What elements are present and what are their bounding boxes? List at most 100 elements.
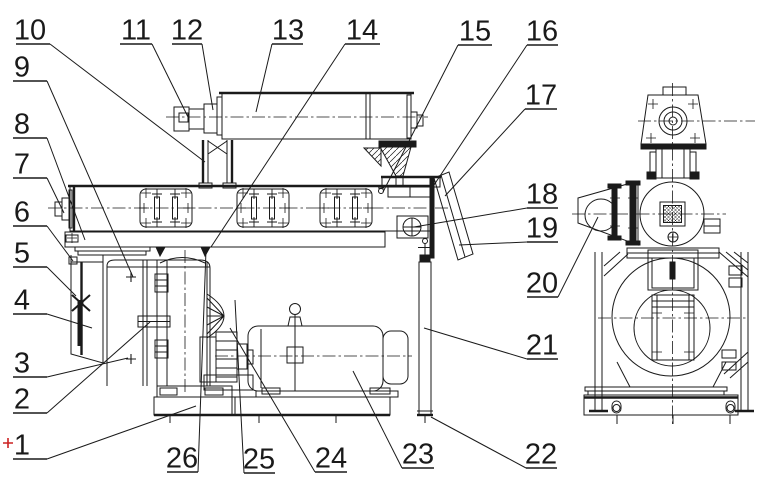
callout-16: 16 — [431, 16, 558, 189]
callout-5: 5 — [13, 238, 77, 297]
conditioner-shaft-end — [54, 186, 76, 232]
clamp-bars — [607, 180, 641, 246]
callout-leader-line — [210, 43, 346, 248]
callout-label: 18 — [526, 179, 558, 211]
callout-label: 17 — [525, 80, 557, 112]
register-mark — [3, 438, 13, 448]
red-plus-mark — [3, 438, 13, 448]
feed-cone — [577, 180, 639, 246]
callout-leader-line — [382, 44, 459, 193]
callout-label: 4 — [14, 285, 30, 317]
callout-leader-line — [46, 266, 77, 297]
screw-feeder — [166, 91, 428, 194]
feeder-legs — [198, 140, 237, 189]
callout-label: 13 — [272, 15, 304, 47]
callout-label: 12 — [171, 15, 203, 47]
callout-22: 22 — [430, 416, 557, 471]
callout-label: 7 — [14, 149, 30, 181]
drive-coupling — [199, 331, 412, 391]
callout-label: 24 — [315, 443, 347, 475]
callout-leader-line — [201, 43, 214, 111]
callout-leader-line — [49, 43, 206, 163]
callout-8: 8 — [13, 109, 86, 241]
callout-leader-line — [46, 225, 74, 262]
feeder-gearmotor — [173, 103, 218, 134]
callout-12: 12 — [171, 15, 214, 111]
callout-label: 2 — [14, 384, 30, 416]
porthole — [396, 215, 429, 239]
callout-leader-line — [234, 299, 245, 474]
end-base — [583, 386, 739, 424]
callout-leader-line — [46, 405, 197, 460]
callout-label: 1 — [14, 430, 30, 462]
callout-leader-line — [423, 327, 528, 360]
callout-leader-line — [46, 80, 134, 278]
callout-1: 1 — [13, 405, 197, 462]
callout-4: 4 — [13, 285, 93, 329]
callout-23: 23 — [352, 370, 434, 471]
callout-10: 10 — [14, 15, 206, 163]
callout-label: 8 — [14, 109, 30, 141]
callout-leader-line — [458, 241, 528, 246]
callout-leader-line — [46, 321, 151, 414]
callout-2: 2 — [13, 321, 151, 416]
callout-19: 19 — [458, 213, 558, 246]
callout-label: 10 — [14, 15, 46, 47]
feeder-end — [640, 86, 707, 180]
support-beam — [64, 231, 386, 258]
callout-6: 6 — [13, 197, 74, 262]
callout-label: 22 — [525, 439, 557, 471]
callout-21: 21 — [423, 327, 558, 362]
callout-leader-line — [46, 313, 93, 329]
callout-20: 20 — [526, 216, 599, 300]
callout-7: 7 — [13, 149, 65, 214]
callout-label: 14 — [346, 15, 378, 47]
callout-label: 23 — [402, 439, 434, 471]
callout-leader-line — [46, 177, 65, 214]
callout-26: 26 — [166, 249, 207, 475]
callout-label: 3 — [14, 348, 30, 380]
callout-18: 18 — [413, 179, 558, 228]
callout-9: 9 — [13, 52, 134, 278]
callout-label: 15 — [459, 16, 491, 48]
callout-label: 19 — [526, 213, 558, 245]
callout-3: 3 — [13, 348, 129, 380]
chamber-end — [589, 247, 754, 413]
callout-label: 16 — [526, 16, 558, 48]
callout-label: 11 — [121, 15, 151, 47]
callout-14: 14 — [210, 15, 380, 248]
callout-leader-line — [151, 43, 189, 118]
end-view — [572, 83, 755, 424]
shaft-cone — [206, 293, 225, 339]
base-frame — [153, 385, 391, 423]
callout-label: 20 — [526, 268, 558, 300]
callout-leader-line — [352, 370, 403, 469]
support-column — [417, 238, 433, 423]
callout-25: 25 — [234, 299, 275, 476]
callout-leader-line — [255, 43, 273, 113]
callout-leader-line — [430, 416, 527, 469]
callout-label: 9 — [14, 52, 30, 84]
callout-17: 17 — [444, 80, 557, 197]
callout-15: 15 — [382, 16, 492, 193]
main-motor — [247, 303, 409, 398]
callout-leader-line — [557, 216, 599, 298]
pellet-chamber — [106, 250, 225, 392]
door-clamp — [71, 294, 91, 346]
callout-leader-line — [413, 207, 528, 228]
callout-24: 24 — [229, 327, 347, 475]
callout-label: 5 — [14, 238, 30, 270]
callout-leader-line — [444, 108, 526, 197]
callout-label: 6 — [14, 197, 30, 229]
callout-11: 11 — [120, 15, 189, 118]
callout-label: 21 — [526, 330, 558, 362]
callout-leader-line — [46, 137, 86, 241]
discharge-chute — [433, 171, 474, 261]
side-view — [48, 91, 474, 423]
callout-label: 26 — [166, 443, 198, 475]
callout-leader-line — [431, 44, 528, 189]
conditioner-end — [639, 181, 721, 247]
